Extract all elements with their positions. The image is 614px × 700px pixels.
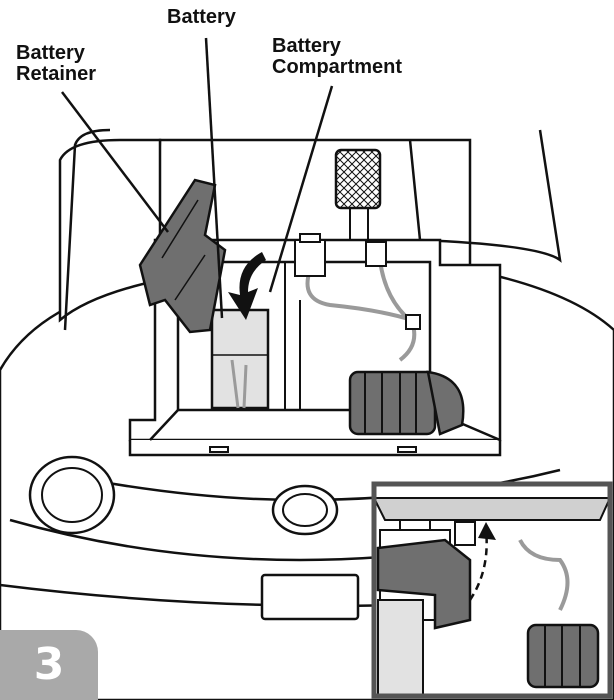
battery xyxy=(210,308,270,410)
label-battery-retainer-line2: Retainer xyxy=(16,63,97,85)
motor-gearbox xyxy=(348,370,465,436)
label-battery-compartment-line1: Battery xyxy=(272,35,341,57)
label-battery-retainer-line1: Battery xyxy=(16,42,85,64)
leader-line-battery xyxy=(204,37,224,319)
headlight-center xyxy=(271,484,339,536)
wire-connector xyxy=(294,233,421,330)
label-battery-text: Battery xyxy=(167,6,236,28)
step-number: 3 xyxy=(33,639,65,690)
leader-lines xyxy=(61,37,334,319)
inset-detail xyxy=(371,481,613,699)
battery-retainer xyxy=(138,178,227,334)
license-plate xyxy=(260,573,360,621)
leader-line-retainer xyxy=(61,91,169,233)
headlight-left xyxy=(28,455,116,535)
insert-arrow xyxy=(228,252,266,320)
foot-pedal xyxy=(334,148,382,246)
label-battery-retainer: Battery Retainer xyxy=(16,43,96,85)
label-battery-compartment-line2: Compartment xyxy=(272,56,403,78)
leader-line-compartment xyxy=(268,85,334,293)
inset-frame xyxy=(371,481,613,699)
step-number-badge: 3 xyxy=(0,630,98,700)
label-battery: Battery xyxy=(167,7,236,28)
label-battery-compartment: Battery Compartment xyxy=(272,36,402,78)
